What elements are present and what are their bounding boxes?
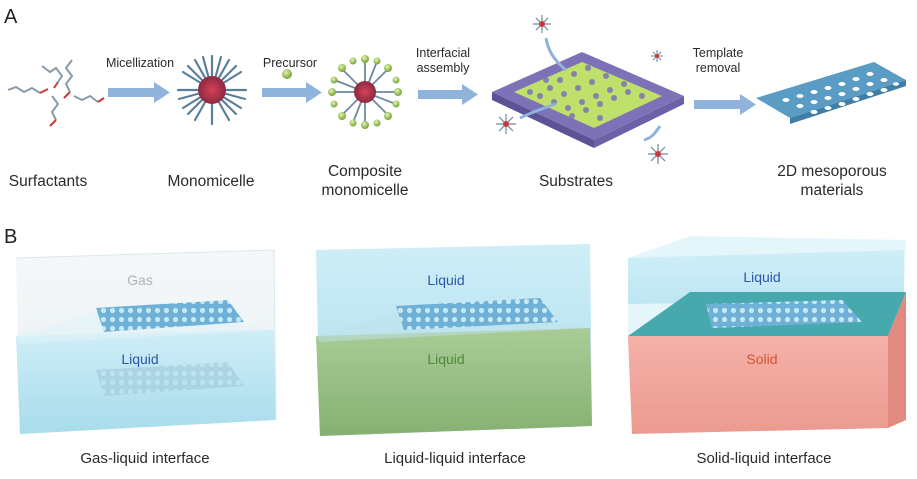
mesoporous-sheet-icon bbox=[756, 62, 906, 124]
substrate-micelles-icon bbox=[496, 15, 668, 164]
panel-a-letter: A bbox=[4, 6, 18, 28]
liquid-liquid-bottom-label: Liquid bbox=[427, 351, 465, 367]
arrow-micellization bbox=[108, 82, 170, 103]
stage-mesoporous-label-2: materials bbox=[800, 182, 864, 199]
solid-liquid-caption: Solid-liquid interface bbox=[696, 450, 832, 467]
monomicelle-icon bbox=[176, 54, 248, 126]
step-template-label-2: removal bbox=[695, 61, 741, 75]
stage-composite-label-1: Composite bbox=[327, 163, 403, 180]
composite-monomicelle-icon bbox=[328, 55, 402, 129]
substrate-icon bbox=[492, 52, 684, 148]
solid-liquid-bottom-label: Solid bbox=[746, 351, 778, 367]
step-interfacial-label-1: Interfacial bbox=[415, 46, 471, 60]
gas-liquid-top-label: Gas bbox=[127, 272, 153, 288]
liquid-liquid-top-label: Liquid bbox=[427, 272, 465, 288]
step-precursor-label: Precursor bbox=[262, 56, 318, 70]
step-template-label-1: Template bbox=[692, 46, 744, 60]
step-micellization-label: Micellization bbox=[105, 56, 175, 70]
gas-liquid-bottom-label: Liquid bbox=[121, 351, 159, 367]
solid-liquid-box bbox=[628, 236, 906, 434]
panel-b-letter: B bbox=[4, 226, 18, 248]
arrow-interfacial bbox=[418, 84, 478, 105]
liquid-liquid-caption: Liquid-liquid interface bbox=[384, 450, 526, 467]
solid-liquid-top-label: Liquid bbox=[743, 269, 781, 285]
arrow-precursor bbox=[262, 82, 322, 103]
stage-monomicelle-label: Monomicelle bbox=[167, 173, 255, 190]
surfactants-icon bbox=[7, 59, 105, 127]
arrow-template-removal bbox=[694, 94, 756, 115]
panel-a-illustration bbox=[7, 15, 906, 164]
stage-composite-label-2: monomicelle bbox=[321, 182, 409, 199]
gas-liquid-caption: Gas-liquid interface bbox=[80, 450, 210, 467]
step-interfacial-label-2: assembly bbox=[416, 61, 470, 75]
precursor-bead-icon bbox=[282, 69, 292, 79]
stage-substrates-label: Substrates bbox=[538, 173, 614, 190]
stage-mesoporous-label-1: 2D mesoporous bbox=[777, 163, 887, 180]
stage-surfactants-label: Surfactants bbox=[8, 173, 88, 190]
